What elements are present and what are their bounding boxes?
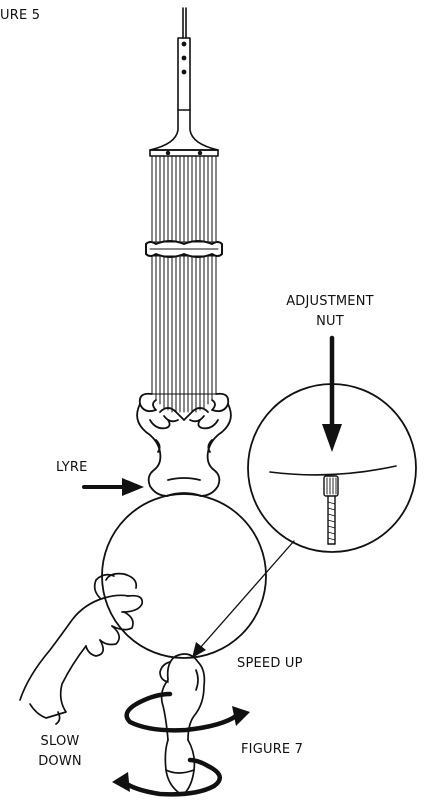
rod-bundle-upper xyxy=(152,156,216,242)
rod-bundle-lower xyxy=(152,256,216,412)
pendulum-bob xyxy=(102,494,266,658)
leader-arrow xyxy=(192,541,294,658)
rotation-arrow-upper xyxy=(127,694,250,730)
suspension-rod xyxy=(150,8,218,156)
ornamental-band xyxy=(146,241,222,257)
left-hand xyxy=(20,574,142,724)
lyre-arrow xyxy=(84,478,144,496)
right-hand xyxy=(160,654,204,794)
